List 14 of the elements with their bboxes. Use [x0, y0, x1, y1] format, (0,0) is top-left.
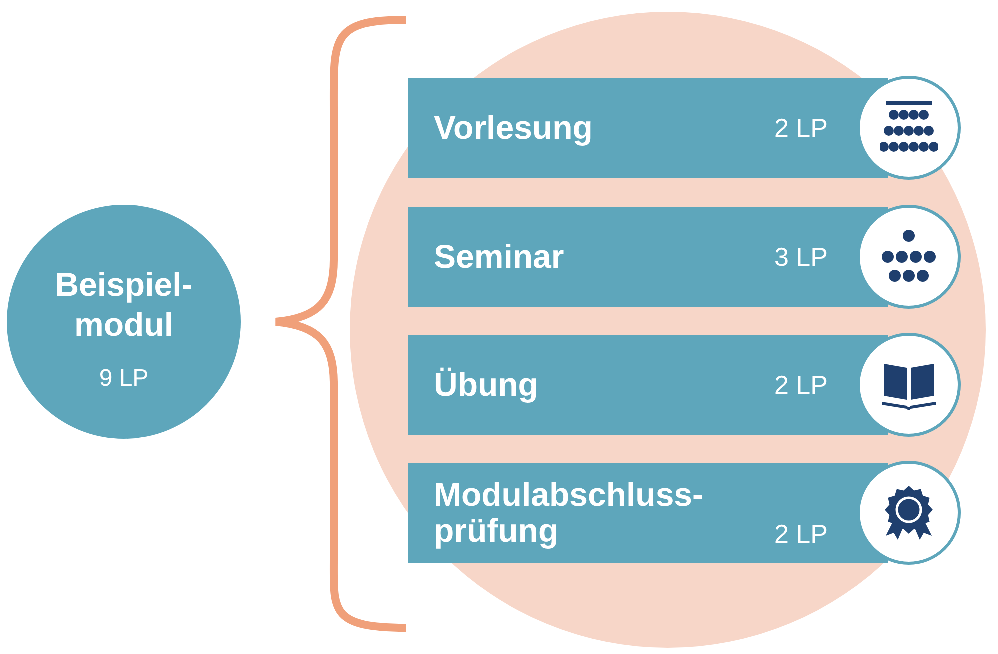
credit-label: 2 LP [774, 370, 828, 400]
module-bar [408, 335, 888, 435]
bar-title: Modulabschluss-prüfung [434, 477, 705, 549]
credit-label: 2 LP [774, 519, 828, 549]
bar-title: Vorlesung [434, 110, 594, 146]
module-bar [408, 207, 888, 307]
bar-title: Seminar [434, 239, 566, 275]
module-title: Beispiel-modul [54, 265, 194, 345]
credit-label: 9 LP [98, 365, 150, 393]
module-bar [408, 463, 888, 563]
bar-title: Übung [434, 367, 540, 403]
credit-label: 3 LP [774, 242, 828, 272]
credit-label: 2 LP [774, 113, 828, 143]
module-bar [408, 78, 888, 178]
